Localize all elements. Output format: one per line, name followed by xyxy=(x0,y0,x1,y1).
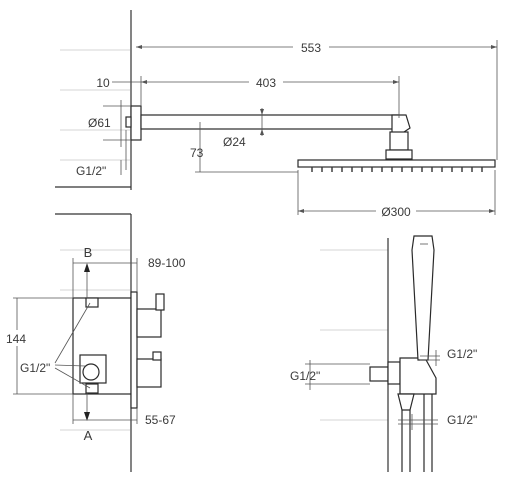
label-inlet-a: A xyxy=(84,428,93,443)
mixer-cover-plate xyxy=(130,291,138,409)
head-swivel-collar xyxy=(385,149,413,160)
hand-shower-handle xyxy=(411,235,435,361)
dim-arm-length: 403 xyxy=(256,76,276,90)
mixer-inlet-port xyxy=(82,363,100,381)
arrow-553-right xyxy=(491,45,497,49)
upper-handle-lever xyxy=(155,293,165,311)
hand-thread-upper: G1/2" xyxy=(447,347,477,361)
wall-flange xyxy=(130,105,142,141)
wall-hatch-top xyxy=(60,49,130,161)
mixer-thread-label: G1/2" xyxy=(20,361,50,375)
outlet-connector xyxy=(387,361,401,385)
dim-depth-range-top: 89-100 xyxy=(148,256,186,270)
mixer-inlet-bottom xyxy=(85,383,99,394)
shower-hose-cone xyxy=(397,393,415,411)
mixer-outlet-top xyxy=(85,297,99,308)
shower-arm xyxy=(140,114,400,130)
outlet-b-arrow xyxy=(84,263,90,272)
dim-flange-diameter: Ø61 xyxy=(88,116,111,130)
dim-wall-offset: 10 xyxy=(96,76,110,90)
dim-arm-diameter: Ø24 xyxy=(223,135,246,149)
hand-thread-lower: G1/2" xyxy=(447,413,477,427)
wall-outlet xyxy=(369,366,389,382)
mixer-view: B A 89-100 55-67 144 G1/2" xyxy=(3,213,186,472)
upper-handle-body xyxy=(136,308,162,338)
hand-thread-left: G1/2" xyxy=(290,369,320,383)
lower-handle-lever xyxy=(152,351,162,361)
head-swivel-joint xyxy=(389,131,409,151)
arrow-553-left xyxy=(136,45,142,49)
dim-total-length: 553 xyxy=(301,41,321,55)
shower-head-view: 553 403 10 Ø61 G1/2" Ø24 73 xyxy=(55,10,498,219)
dim-depth-range-bottom: 55-67 xyxy=(145,413,176,427)
flange-connector xyxy=(125,116,132,128)
label-outlet-b: B xyxy=(84,245,93,260)
dim-head-diameter: Ø300 xyxy=(381,205,411,219)
shower-head-plate xyxy=(297,159,496,168)
shower-head-nozzles xyxy=(311,167,483,172)
dim-inlet-thread: G1/2" xyxy=(76,164,106,178)
inlet-a-arrow xyxy=(84,412,90,421)
hand-shower-holder xyxy=(399,357,437,395)
lower-handle-body xyxy=(136,358,162,388)
wall-hatch-hand xyxy=(320,249,388,421)
wall-hatch-mixer xyxy=(60,249,130,431)
hand-shower-view: G1/2" G1/2" G1/2" xyxy=(290,235,477,472)
dim-height: 144 xyxy=(6,332,26,346)
dim-head-drop: 73 xyxy=(190,146,204,160)
